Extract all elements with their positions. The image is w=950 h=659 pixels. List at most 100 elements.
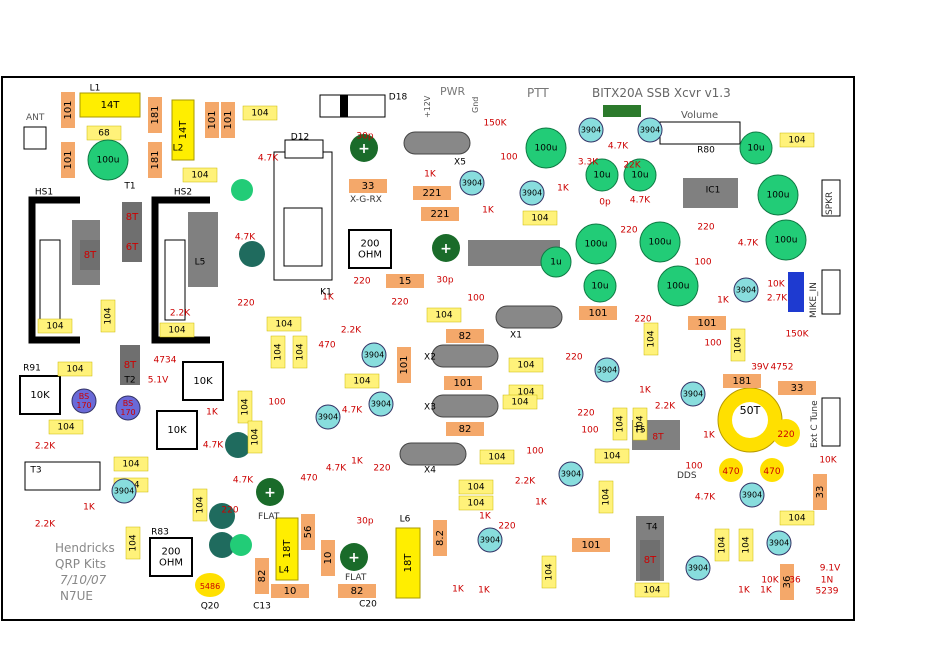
transistor-q18-value-1: 170 (120, 408, 135, 417)
silk-label-100: C13 (253, 602, 271, 612)
transistor-q15-value-0: 3904 (769, 539, 789, 548)
transistor-q1-value-0: 3904 (462, 179, 482, 188)
silk-label-76: HS2 (174, 188, 192, 198)
box-rb2 (182, 361, 224, 401)
relay-k1-inner (283, 207, 323, 267)
toroid-t2 (120, 345, 140, 385)
capacitor-c22 (247, 420, 263, 454)
capacitor-c21 (237, 390, 253, 424)
silk-label-43: 100 (685, 462, 702, 472)
silk-label-44: 100 (268, 398, 285, 408)
silk-label-79: T3 (29, 466, 41, 476)
capacitor-c28-value: 104 (545, 563, 555, 580)
toroid-l3-value: 8T (84, 250, 97, 261)
resistor-r10-value: 15 (399, 276, 412, 287)
silk-label-66: 1N (821, 576, 833, 586)
capacitor-c9-value: 104 (353, 377, 370, 387)
toroid-t4-value: 8T (644, 555, 657, 566)
silk-label-48: 220 (391, 298, 408, 308)
transistor-q10 (680, 381, 706, 407)
capacitor-c36 (612, 407, 628, 441)
transistor-q6-value-0: 3904 (364, 351, 384, 360)
silk-label-40: 100 (467, 294, 484, 304)
electrolytic-e10 (540, 246, 572, 278)
silk-label-77: T1 (123, 182, 135, 192)
trimmer-1-plus: + (358, 141, 370, 157)
crystal-x3 (431, 394, 499, 418)
silk-label-74: L1 (90, 84, 101, 94)
resistor-r9 (421, 207, 459, 221)
capacitor-c14 (159, 322, 195, 338)
resistor-r3-value: 181 (150, 105, 161, 124)
toroid-t1b (122, 232, 142, 262)
silk-label-13: 2.2K (35, 520, 56, 530)
box-r83-value-0: 200 (161, 547, 180, 558)
transistor-q4 (637, 117, 663, 143)
silk-label-67: 5239 (816, 587, 839, 597)
silk-label-70: 30p (356, 517, 373, 527)
t3-box (24, 461, 101, 491)
resistor-r20-value: 33 (815, 486, 826, 499)
capacitor-c29-value: 104 (643, 586, 660, 596)
silk-label-85: L4 (279, 566, 290, 576)
capacitor-c23-value: 104 (488, 453, 505, 463)
silk-label-83: L6 (400, 515, 411, 525)
capacitor-c35 (632, 407, 648, 441)
capacitor-c25 (458, 495, 494, 511)
resistor-r1 (61, 92, 75, 128)
electrolytic-e11-value: 10u (591, 282, 608, 292)
silk-label-12: 2.2K (35, 442, 56, 452)
resistor-r9-value: 221 (430, 209, 449, 220)
transistor-q2-value-0: 3904 (522, 189, 542, 198)
pwr-label: PWR (440, 85, 466, 98)
label-layer: 4.7K4.7K4.7K4.7K4.7K4.7K4.7K4.7K4.7K4.7K… (23, 84, 841, 612)
capacitor-c28 (541, 555, 557, 589)
gnd-label: Gnd (471, 97, 480, 113)
spkr-connector (821, 179, 841, 217)
capacitor-c3-value: 104 (251, 109, 268, 119)
silk-label-71: 0p (599, 198, 611, 208)
transistor-q21 (231, 179, 253, 201)
capacitor-c10-value: 104 (517, 361, 534, 371)
capacitor-c20 (125, 526, 141, 560)
silk-label-49: 220 (620, 226, 637, 236)
inductor-l2 (171, 99, 195, 161)
capacitor-c8-value: 104 (296, 343, 306, 360)
resistor-r6-value: 101 (223, 110, 234, 129)
silk-label-21: 3.3K (578, 158, 599, 168)
silk-label-23: 1K (557, 184, 570, 194)
capacitor-c31-value: 104 (742, 536, 752, 553)
capacitor-c38-value: 104 (647, 330, 657, 347)
electrolytic-e9-value: 100u (775, 236, 798, 246)
volume-label: Volume (681, 110, 718, 121)
capacitor-c29 (634, 582, 670, 598)
electrolytic-e3 (585, 158, 619, 192)
silk-label-90: X2 (424, 353, 436, 363)
silk-label-46: 220 (237, 299, 254, 309)
capacitor-c31 (738, 528, 754, 562)
trimmer-3-plus: + (264, 485, 276, 501)
toroid-t2-value: 8T (124, 360, 137, 371)
transistor-q14 (739, 482, 765, 508)
silk-label-63: 39V (751, 363, 769, 373)
ant-connector (23, 126, 47, 150)
capacitor-c10 (508, 357, 544, 373)
silk-label-65: 9.1V (820, 564, 841, 574)
silk-label-31: 1K (535, 498, 548, 508)
transistor-q12-value-0: 3904 (480, 536, 500, 545)
resistor-r13 (446, 422, 484, 436)
electrolytic-e11 (583, 269, 617, 303)
silk-label-61: 5.1V (148, 376, 169, 386)
capacitor-c14-value: 104 (168, 326, 185, 336)
plus12v-label: +12V (423, 95, 432, 118)
trimmer-3 (256, 478, 284, 506)
crystal-x2 (431, 344, 499, 368)
resistor-r24-value: 10 (284, 586, 297, 597)
electrolytic-e2 (525, 127, 567, 169)
resistor-r27-value: 8.2 (435, 530, 446, 546)
capacitor-c30 (714, 528, 730, 562)
capacitor-c12-value: 104 (66, 365, 83, 375)
capacitor-c6-value: 104 (275, 320, 292, 330)
